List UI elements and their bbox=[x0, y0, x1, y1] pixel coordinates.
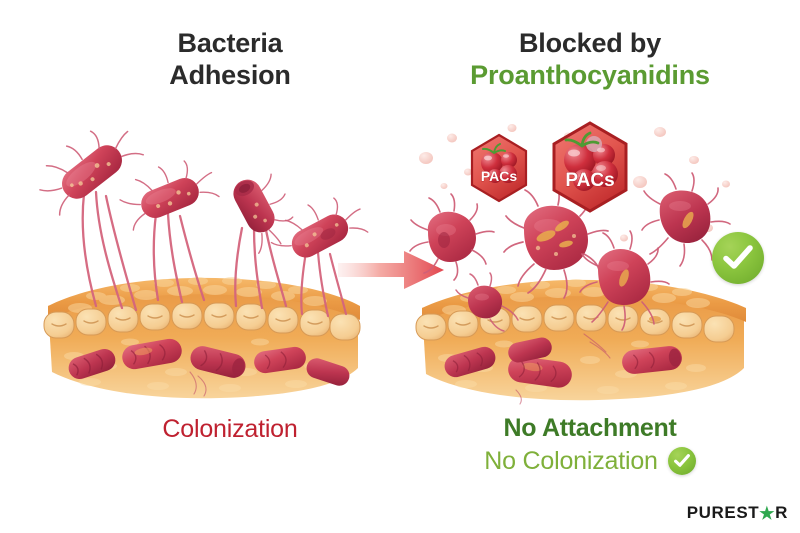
check-icon bbox=[673, 453, 690, 467]
adhering-bacteria-left bbox=[39, 130, 369, 318]
pac-badge-small: PACs bbox=[468, 133, 530, 203]
left-panel-title: Bacteria Adhesion bbox=[60, 28, 400, 92]
right-caption-line1: No Attachment bbox=[503, 414, 677, 442]
floating-pac-particles bbox=[419, 124, 730, 242]
right-panel-caption: No Attachment No Colonization bbox=[420, 413, 760, 476]
brand-logo: PUREST ★ R bbox=[687, 503, 788, 523]
epithelial-cell-row-right bbox=[415, 304, 735, 343]
logo-text-before: PUREST bbox=[686, 503, 760, 522]
right-panel-title-line2: Proanthocyanidins bbox=[470, 59, 710, 90]
left-panel-caption: Colonization bbox=[162, 415, 298, 443]
blocked-bacteria-right bbox=[409, 172, 731, 332]
check-badge-caption bbox=[667, 446, 696, 475]
logo-text-after: R bbox=[775, 503, 788, 522]
check-icon bbox=[723, 245, 753, 269]
subsurface-bacteria-right bbox=[444, 333, 682, 405]
pac-badge-large: PACs bbox=[548, 120, 632, 214]
left-illustration bbox=[39, 110, 370, 410]
right-caption-line2-row: No Colonization bbox=[484, 446, 696, 477]
right-illustration bbox=[408, 110, 758, 410]
left-panel-title-line2: Adhesion bbox=[169, 59, 291, 90]
transition-arrow bbox=[338, 248, 446, 292]
pac-badge-small-label: PACs bbox=[481, 168, 518, 184]
star-icon: ★ bbox=[759, 503, 776, 523]
cranberry-cluster-large bbox=[564, 131, 618, 191]
right-panel-title-line1: Blocked by bbox=[518, 28, 662, 58]
right-panel-title: Blocked by Proanthocyanidins bbox=[420, 28, 760, 92]
epithelial-cell-row-left bbox=[43, 302, 361, 341]
pac-badge-large-label: PACs bbox=[565, 170, 614, 191]
right-caption-line2: No Colonization bbox=[484, 446, 658, 475]
left-panel-title-line1: Bacteria bbox=[177, 28, 283, 58]
check-badge-illustration bbox=[712, 232, 764, 284]
colonizing-bacteria-left bbox=[68, 338, 350, 397]
cranberry-cluster-small bbox=[481, 143, 517, 183]
